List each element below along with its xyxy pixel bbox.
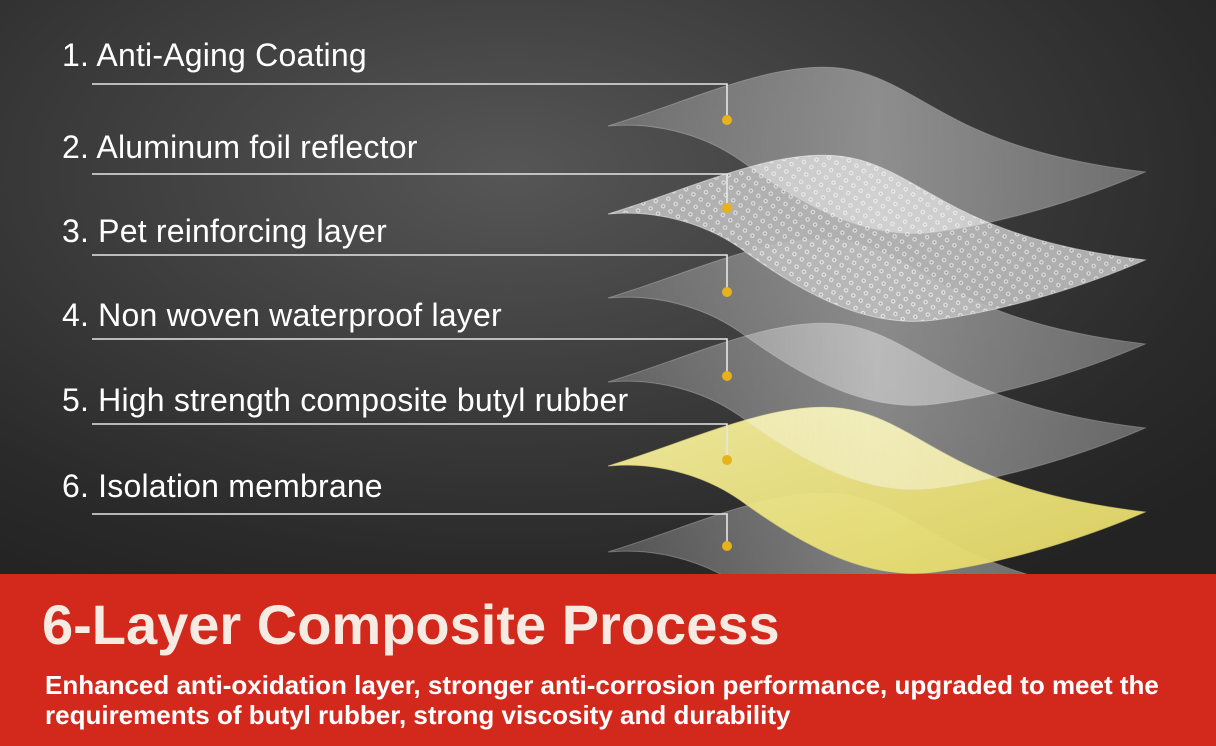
leader-line-3 bbox=[92, 254, 728, 292]
leader-dot-2 bbox=[722, 203, 732, 213]
leader-line-1 bbox=[92, 83, 728, 120]
layer-label-1: 1. Anti-Aging Coating bbox=[62, 37, 367, 73]
leader-line-5 bbox=[92, 423, 728, 460]
layer-label-6: 6. Isolation membrane bbox=[62, 468, 383, 504]
layer-label-5: 5. High strength composite butyl rubber bbox=[62, 382, 629, 418]
leader-dot-5 bbox=[722, 455, 732, 465]
leader-line-2 bbox=[92, 173, 728, 208]
layer-diagram-area: 1. Anti-Aging Coating 2. Aluminum foil re… bbox=[0, 0, 1216, 574]
layer-label-2: 2. Aluminum foil reflector bbox=[62, 129, 418, 165]
description: Enhanced anti-oxidation layer, stronger … bbox=[45, 670, 1159, 730]
leader-line-6 bbox=[92, 513, 728, 546]
leader-dot-1 bbox=[722, 115, 732, 125]
layer-stack-illustration bbox=[92, 66, 1147, 574]
anti-aging-coating-film bbox=[607, 66, 1147, 234]
leader-dot-6 bbox=[722, 541, 732, 551]
leader-dot-4 bbox=[722, 371, 732, 381]
leader-line-4 bbox=[92, 338, 728, 376]
headline: 6-Layer Composite Process bbox=[42, 593, 780, 656]
layer-label-4: 4. Non woven waterproof layer bbox=[62, 297, 502, 333]
process-banner: 6-Layer Composite Process Enhanced anti-… bbox=[0, 574, 1216, 746]
leader-dot-3 bbox=[722, 287, 732, 297]
layer-label-3: 3. Pet reinforcing layer bbox=[62, 213, 387, 249]
